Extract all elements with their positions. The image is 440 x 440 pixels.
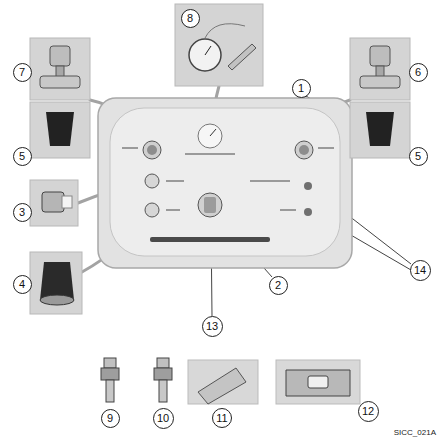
callout-number: 14: [414, 265, 426, 276]
rubber-cap: [366, 112, 394, 146]
callout-number: 6: [415, 67, 421, 78]
callout-number: 4: [19, 279, 25, 290]
callout-number: 5: [415, 151, 421, 162]
valve-body: [40, 76, 80, 88]
callout-circle: 9: [101, 409, 120, 428]
photo-frame: [188, 360, 258, 404]
callout-number: 12: [362, 406, 374, 417]
leader-line: [264, 268, 272, 277]
fitting-part: [159, 380, 167, 402]
photo-frame: [30, 252, 82, 314]
regulator-handle: [204, 197, 216, 213]
photo-frame: [350, 102, 410, 158]
fitting-part: [104, 358, 116, 368]
figure-code: SICC_021A: [394, 428, 436, 437]
callout-circle: 4: [13, 275, 32, 294]
callout-circle: 13: [202, 316, 223, 337]
fitting-seal: [62, 196, 72, 208]
photo-frame: [30, 102, 90, 158]
photo-frame: [350, 38, 410, 100]
rubber-cap: [46, 112, 74, 146]
panel-marking: [185, 153, 235, 155]
gauge-chain: [205, 24, 245, 38]
panel-marking: [250, 180, 290, 182]
callout-circle: 10: [153, 408, 174, 429]
callout-number: 3: [19, 207, 25, 218]
photo-frame: [276, 360, 360, 404]
callout-number: 8: [187, 13, 193, 24]
valve-knob-center: [147, 145, 157, 155]
indicator: [304, 208, 312, 216]
callout-circle: 3: [13, 203, 32, 222]
valve-body: [360, 76, 400, 88]
fitting-part: [154, 368, 172, 380]
valve-knob: [295, 141, 313, 159]
panel-marking: [122, 147, 138, 149]
indicator: [304, 182, 312, 190]
callout-circle: 14: [410, 260, 431, 281]
port-cap: [145, 174, 159, 188]
callout-number: 10: [157, 413, 169, 424]
pressure-gauge: [198, 124, 222, 148]
panel-marking: [280, 209, 296, 211]
callout-circle: 6: [409, 63, 428, 82]
port-cap: [145, 203, 159, 217]
dust-cap-rim: [40, 295, 74, 305]
dust-cap: [40, 262, 74, 300]
test-probe: [228, 44, 256, 70]
callout-circle: 12: [358, 401, 379, 422]
callout-circle: 2: [269, 276, 288, 295]
callout-circle: 8: [181, 9, 200, 28]
callout-number: 7: [19, 67, 25, 78]
gauge-needle: [210, 129, 216, 136]
callout-number: 2: [275, 280, 281, 291]
adapter-part: [198, 368, 246, 404]
callout-circle: 7: [13, 63, 32, 82]
callout-number: 13: [206, 321, 218, 332]
gauge-needle: [205, 46, 211, 55]
panel-marking: [318, 147, 334, 149]
plate-hole: [308, 376, 328, 388]
panel-slot: [150, 237, 270, 242]
fitting-part: [157, 358, 169, 368]
photo-frame: [30, 38, 90, 100]
fitting: [42, 192, 64, 212]
callout-circle: 11: [212, 408, 232, 428]
callout-number: 5: [19, 151, 25, 162]
panel-body: [98, 98, 352, 268]
valve-knob: [143, 141, 161, 159]
regulator-knob: [198, 193, 222, 217]
callout-number: 9: [107, 413, 113, 424]
fitting-part: [101, 368, 119, 380]
panel-marking: [166, 180, 184, 182]
valve-handle: [370, 46, 390, 66]
callout-circle: 1: [292, 79, 311, 98]
callout-circle: 5: [13, 147, 32, 166]
callout-circle: 5: [409, 147, 428, 166]
test-gauge: [189, 39, 221, 71]
photo-frame: [30, 180, 78, 226]
mounting-plate: [286, 370, 350, 396]
valve-knob-center: [299, 145, 309, 155]
fitting-part: [106, 380, 114, 402]
panel-marking: [166, 209, 180, 211]
panel-face: [110, 108, 340, 256]
callout-number: 11: [216, 413, 227, 424]
callout-number: 1: [298, 83, 304, 94]
photo-frame: [175, 4, 263, 86]
valve-handle: [50, 46, 70, 66]
